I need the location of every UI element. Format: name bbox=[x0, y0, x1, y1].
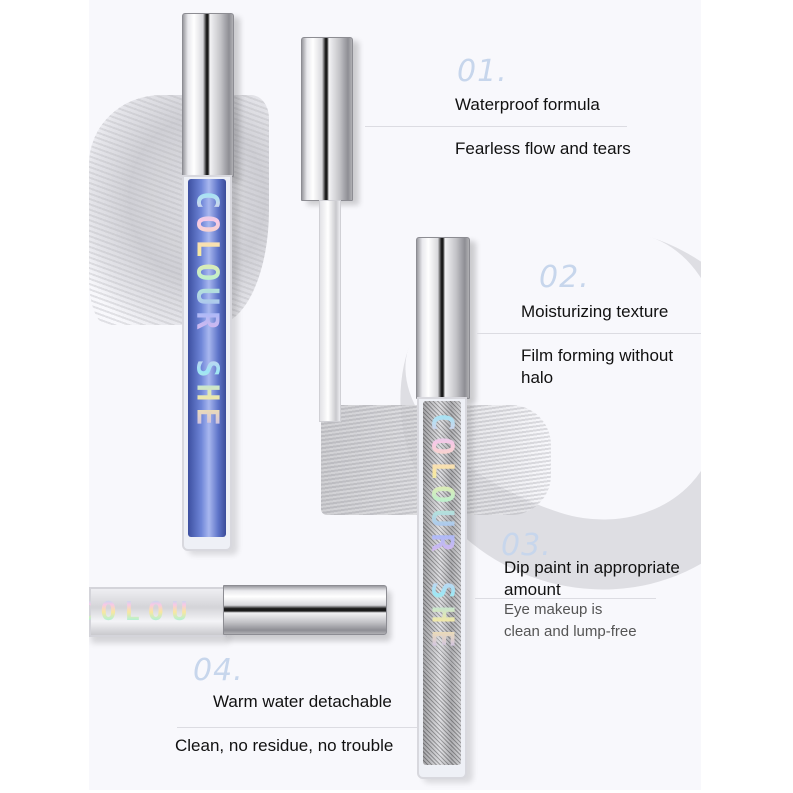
feature-title-01: Waterproof formula bbox=[455, 95, 600, 114]
feature-number-04: 04. bbox=[193, 653, 244, 688]
tube-body: COLOUR SHE bbox=[417, 397, 467, 779]
feature-title-04: Warm water detachable bbox=[213, 692, 392, 711]
silver-cap bbox=[182, 13, 234, 177]
feature-number-02: 02. bbox=[539, 260, 590, 295]
blue-eyeliner-tube: COLOUR SHE bbox=[182, 13, 234, 551]
wand-cap bbox=[301, 37, 353, 201]
divider bbox=[177, 727, 417, 728]
divider bbox=[475, 598, 656, 599]
glitter-eyeliner-tube: COLOUR SHE bbox=[416, 237, 470, 779]
divider bbox=[477, 333, 701, 334]
brand-logo: COLOUR SHE bbox=[189, 191, 225, 432]
feature-subtitle-04: Clean, no residue, no trouble bbox=[175, 736, 394, 755]
brand-logo: COLOUR SHE bbox=[424, 413, 460, 654]
product-image-panel: COLOUR SHE COLOUR SHE COLOU 01. Waterpro… bbox=[89, 0, 701, 790]
wand-stem bbox=[319, 200, 341, 422]
silver-cap bbox=[223, 585, 387, 635]
feature-subtitle-01: Fearless flow and tears bbox=[455, 139, 631, 158]
feature-subtitle-03-line2: clean and lump-free bbox=[504, 623, 637, 640]
feature-subtitle-03-line1: Eye makeup is bbox=[504, 601, 603, 618]
feature-title-03: Dip paint in appropriate amount bbox=[504, 558, 680, 599]
feature-title-02: Moisturizing texture bbox=[521, 302, 669, 321]
divider bbox=[365, 126, 627, 127]
feature-number-03: 03. bbox=[501, 528, 552, 563]
feature-subtitle-02: Film forming without halo bbox=[521, 346, 674, 387]
horizontal-eyeliner-tube: COLOU bbox=[89, 585, 389, 637]
applicator-wand bbox=[301, 37, 353, 437]
tube-body: COLOU bbox=[89, 587, 227, 637]
silver-glitter-fill bbox=[423, 401, 461, 765]
brand-logo: COLOU bbox=[89, 597, 195, 627]
blue-shimmer-fill bbox=[188, 179, 226, 537]
tube-body: COLOUR SHE bbox=[182, 175, 232, 551]
glitter-swatch-left bbox=[89, 95, 269, 325]
feature-number-01: 01. bbox=[457, 54, 508, 89]
silver-cap bbox=[416, 237, 470, 399]
